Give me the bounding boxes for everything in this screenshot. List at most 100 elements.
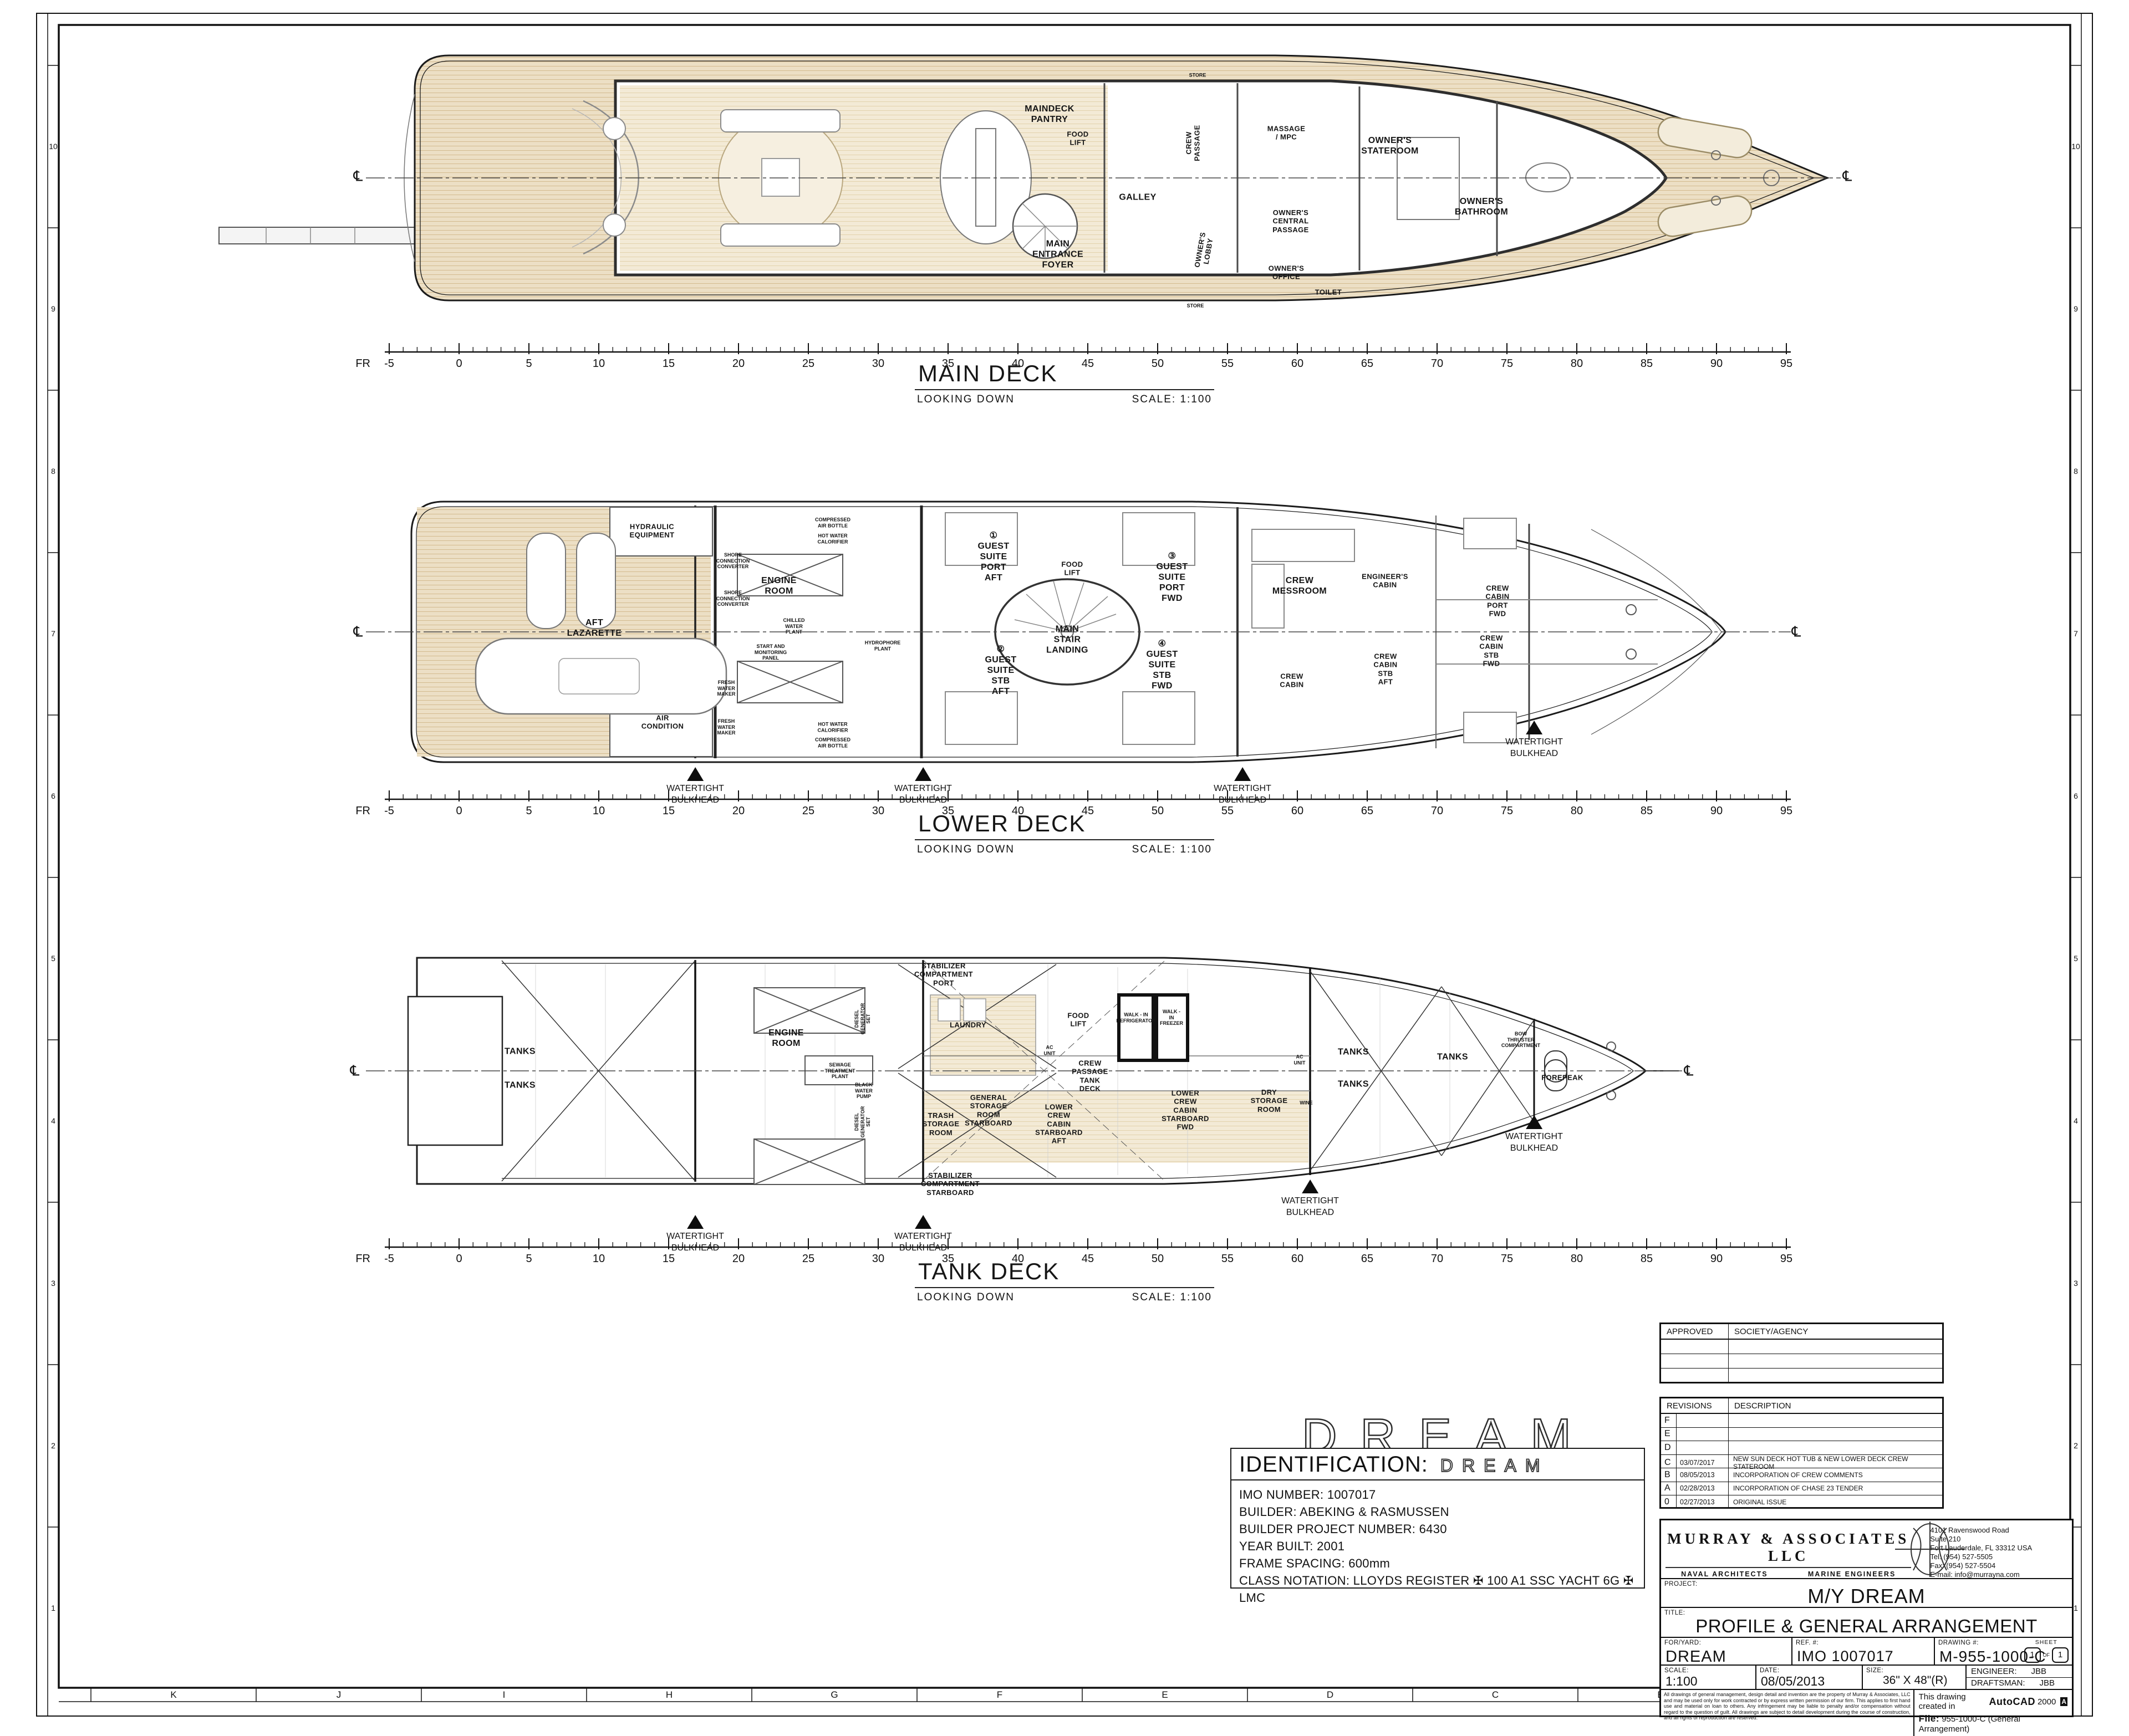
frame-number: 10: [593, 805, 605, 817]
room-label: ② GUEST SUITE STB AFT: [985, 644, 1017, 696]
main-deck-hull: [218, 54, 1841, 302]
border-number: 1: [2074, 1604, 2078, 1612]
autocad-icon: A: [2060, 1697, 2067, 1706]
border-number: 2: [51, 1441, 55, 1450]
border-letter: H: [666, 1689, 673, 1700]
frame-number: 85: [1641, 1253, 1653, 1265]
room-label: OWNER'S OFFICE: [1268, 264, 1305, 281]
deck-subtitle: LOOKING DOWN: [917, 394, 1015, 405]
deck-scale: SCALE: 1:100: [1132, 394, 1212, 405]
approved-header: APPROVED: [1661, 1324, 1729, 1339]
room-label: AFT LAZARETTE: [567, 618, 622, 638]
room-label: CREW CABIN: [1280, 672, 1304, 689]
identification-line: IMO NUMBER: 1007017: [1239, 1488, 1376, 1502]
border-letter: D: [1327, 1689, 1333, 1700]
frame-number: 50: [1152, 805, 1164, 817]
room-label: LOWER CREW CABIN STARBOARD AFT: [1035, 1102, 1083, 1145]
watertight-bulkhead-marker: WATERTIGHT BULKHEAD: [894, 1215, 952, 1254]
room-label: CREW MESSROOM: [1272, 576, 1327, 596]
address-line: 4101 Ravenswood Road: [1930, 1526, 2009, 1534]
created-in-suffix: 2000: [2037, 1697, 2056, 1707]
address-line: Tel: (954) 527-5505: [1930, 1553, 1993, 1561]
bulkhead-label: WATERTIGHT BULKHEAD: [666, 1232, 724, 1253]
frame-number: 65: [1361, 805, 1373, 817]
frame-number: 15: [663, 805, 675, 817]
border-number: 1: [51, 1604, 55, 1612]
room-label: HOT WATER CALORIFIER: [817, 533, 848, 544]
bulkhead-triangle-icon: [1525, 721, 1542, 734]
frame-number: 40: [1012, 1253, 1024, 1265]
frame-number: -5: [384, 358, 394, 370]
frame-number: 5: [526, 1253, 532, 1265]
company-name: MURRAY & ASSOCIATES LLC: [1667, 1530, 1910, 1564]
deck-scale: SCALE: 1:100: [1132, 844, 1212, 855]
bulkhead-triangle-icon: [686, 767, 704, 781]
watertight-bulkhead-marker: WATERTIGHT BULKHEAD: [1281, 1180, 1339, 1219]
scale-label: SCALE:: [1664, 1667, 1689, 1674]
room-label: WALK - IN FREEZER: [1159, 1009, 1184, 1027]
description-header: DESCRIPTION: [1734, 1401, 1791, 1411]
border-letter: G: [831, 1689, 838, 1700]
address-line: Suite 210: [1930, 1535, 1961, 1543]
room-label: CREW CABIN STB AFT: [1373, 652, 1398, 686]
room-label: AIR CONDITION: [641, 713, 684, 731]
frame-number: 35: [942, 805, 954, 817]
approved-table: APPROVED SOCIETY/AGENCY: [1659, 1323, 1944, 1383]
revision-letter: C: [1661, 1454, 1677, 1471]
frame-number: 95: [1780, 358, 1792, 370]
date-value: 08/05/2013: [1761, 1674, 1825, 1688]
room-label: ① GUEST SUITE PORT AFT: [977, 530, 1010, 583]
identification-line: YEAR BUILT: 2001: [1239, 1539, 1345, 1553]
frame-number: 0: [456, 805, 462, 817]
revision-description: INCORPORATION OF CHASE 23 TENDER: [1733, 1484, 1863, 1493]
disclaimer-text: All drawings of general management, desi…: [1661, 1690, 1914, 1736]
revision-date: 02/27/2013: [1677, 1495, 1729, 1509]
main-deck-title-block: MAIN DECK LOOKING DOWN SCALE: 1:100: [915, 360, 1214, 406]
room-label: CREW CABIN STB FWD: [1479, 634, 1504, 668]
room-label: WINE: [1300, 1100, 1313, 1106]
size-label: SIZE:: [1866, 1667, 1884, 1674]
border-number: 2: [2074, 1441, 2078, 1450]
room-label: TANKS: [1338, 1079, 1369, 1089]
frame-number: 35: [942, 1253, 954, 1265]
compass-logo-icon: [1895, 1521, 1965, 1577]
frame-number: 35: [942, 358, 954, 370]
centerline-symbol: ℄: [350, 1062, 360, 1079]
room-label: ENGINE ROOM: [761, 576, 797, 596]
room-label: ENGINE ROOM: [768, 1028, 804, 1048]
border-number: 5: [2074, 954, 2078, 963]
room-label: OWNER'S STATEROOM: [1361, 136, 1419, 156]
room-label: TRASH STORAGE ROOM: [922, 1111, 960, 1137]
room-label: OWNER'S CENTRAL PASSAGE: [1272, 208, 1309, 234]
draftsman-value: JBB: [2039, 1678, 2055, 1688]
tank-deck-title-block: TANK DECK LOOKING DOWN SCALE: 1:100: [915, 1258, 1214, 1304]
file-label: File:: [1918, 1713, 1940, 1724]
border-number: 8: [2074, 467, 2078, 476]
room-label: TOILET: [1315, 288, 1342, 297]
room-label: FOOD LIFT: [1061, 560, 1083, 577]
frame-number: 45: [1082, 805, 1094, 817]
room-label: TANKS: [505, 1080, 536, 1090]
deck-subtitle: LOOKING DOWN: [917, 1291, 1015, 1303]
yard-label: FOR/YARD:: [1664, 1640, 1702, 1646]
border-number: 3: [2074, 1279, 2078, 1288]
border-number: 6: [51, 792, 55, 800]
centerline-symbol: ℄: [353, 167, 363, 185]
frame-number: 30: [872, 358, 884, 370]
approved-row: [1661, 1369, 1942, 1383]
room-label: CHILLED WATER PLANT: [783, 617, 805, 635]
date-label: DATE:: [1760, 1667, 1780, 1674]
scale-value: 1:100: [1665, 1674, 1698, 1688]
border-number: 10: [49, 142, 58, 151]
room-label: DIESEL GENERATOR SET: [854, 1003, 872, 1035]
frame-number: 80: [1571, 1253, 1583, 1265]
room-label: SHORE CONNECTION CONVERTER: [716, 552, 750, 570]
sheet-total: 1: [2052, 1647, 2069, 1663]
room-label: FOOD LIFT: [1067, 130, 1089, 147]
revision-description: NEW SUN DECK HOT TUB & NEW LOWER DECK CR…: [1733, 1454, 1908, 1471]
border-letter: C: [1492, 1689, 1499, 1700]
revision-letter: E: [1661, 1427, 1677, 1441]
border-letter: J: [337, 1689, 342, 1700]
